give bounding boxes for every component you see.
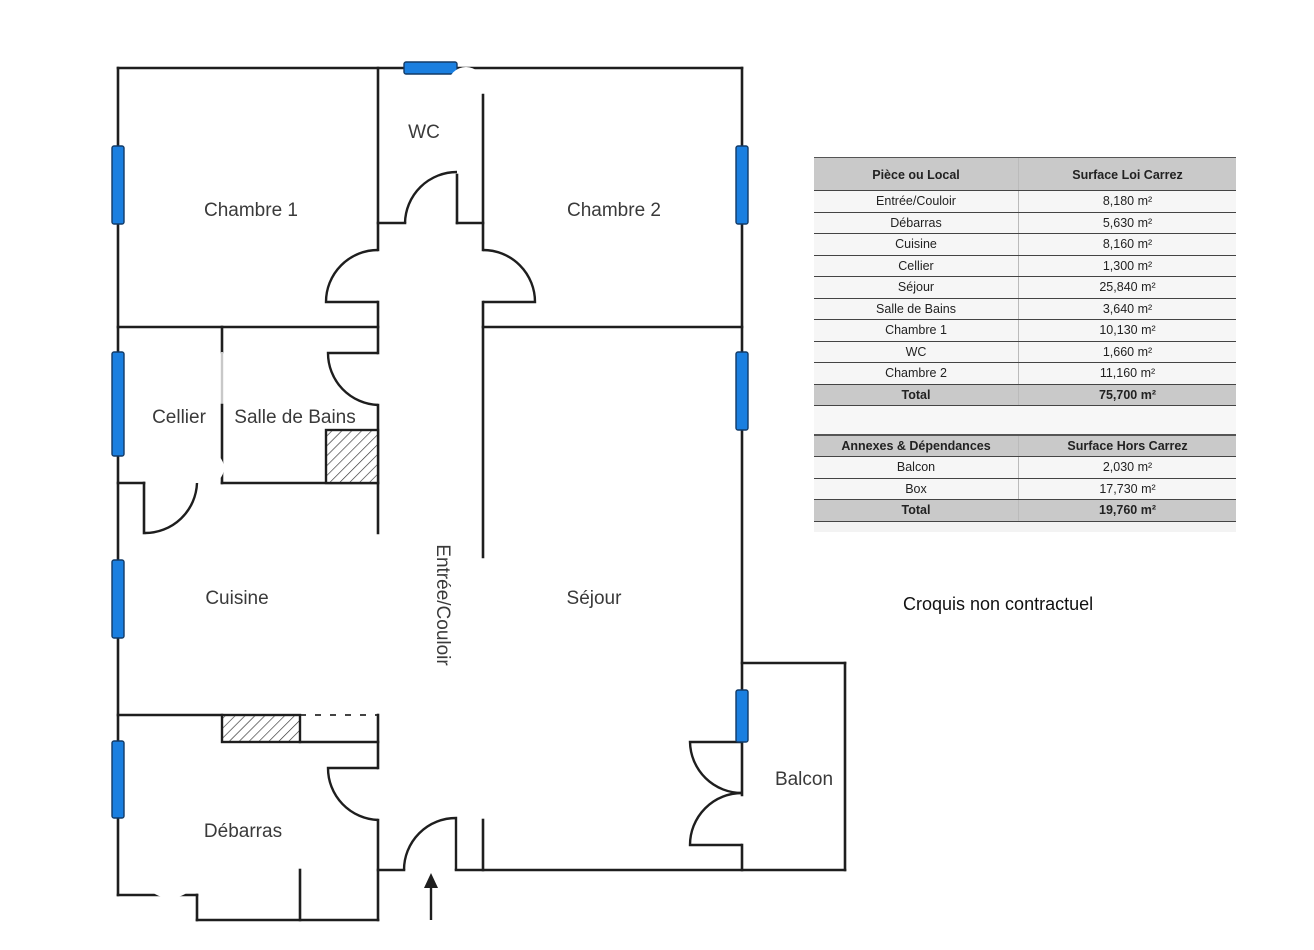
cell-surface: 25,840 m² — [1099, 280, 1156, 294]
windows — [111, 61, 749, 819]
cell-surface: 8,180 m² — [1102, 194, 1153, 208]
table-header: Pièce ou Local Surface Loi Carrez — [814, 157, 1236, 191]
table-row: Cellier 1,300 m² — [814, 255, 1236, 277]
cell-room: Débarras — [814, 212, 1019, 233]
table-row: Entrée/Couloir 8,180 m² — [814, 191, 1236, 213]
cell-surface: 11,160 m² — [1099, 366, 1156, 380]
room-label-debarras: Débarras — [204, 821, 282, 842]
cell-room: Box — [814, 478, 1019, 499]
total-value: 75,700 m² — [1099, 387, 1156, 402]
room-label-salle-de-bains: Salle de Bains — [234, 407, 355, 428]
table-row: Séjour 25,840 m² — [814, 277, 1236, 299]
window-sejour — [735, 351, 749, 431]
cell-surface: 17,730 m² — [1099, 481, 1156, 496]
cell-surface: 3,640 m² — [1102, 301, 1153, 316]
total-value: 19,760 m² — [1099, 503, 1156, 517]
cell-room: Cuisine — [814, 234, 1019, 255]
cell-surface: 8,160 m² — [1102, 237, 1153, 251]
arrow-up-icon — [424, 873, 438, 920]
header-room: Pièce ou Local — [814, 158, 1019, 190]
annex-total-row: Total 19,760 m² — [814, 500, 1236, 522]
room-label-chambre2: Chambre 2 — [567, 200, 661, 221]
table-row: Salle de Bains 3,640 m² — [814, 298, 1236, 320]
disclaimer-note: Croquis non contractuel — [903, 594, 1094, 614]
cell-room: Cellier — [814, 255, 1019, 276]
table-row: Cuisine 8,160 m² — [814, 234, 1236, 256]
table-total-row: Total 75,700 m² — [814, 384, 1236, 406]
hatched-duct-debarras — [220, 713, 302, 744]
room-label-wc: WC — [408, 122, 440, 143]
table-row: WC 1,660 m² — [814, 341, 1236, 363]
cell-room: Séjour — [814, 277, 1019, 298]
cell-surface: 1,660 m² — [1102, 344, 1153, 359]
table-row: Box 17,730 m² — [814, 478, 1236, 500]
room-label-cuisine: Cuisine — [205, 588, 268, 609]
window-cellier — [111, 351, 125, 457]
header-surface-hors: Surface Hors Carrez — [1067, 439, 1188, 453]
cell-room: Entrée/Couloir — [814, 191, 1019, 212]
cell-surface: 1,300 m² — [1102, 258, 1153, 273]
total-label: Total — [814, 500, 1019, 521]
cell-surface: 2,030 m² — [1102, 460, 1153, 474]
cell-room: WC — [814, 341, 1019, 362]
window-chambre1 — [111, 145, 125, 225]
doors — [144, 170, 743, 871]
window-cuisine — [111, 559, 125, 639]
table-spacer — [814, 406, 1236, 435]
window-balcon — [735, 689, 749, 743]
window-debarras — [111, 740, 125, 819]
total-label: Total — [814, 384, 1019, 405]
cell-room: Chambre 2 — [814, 363, 1019, 384]
room-label-balcon: Balcon — [775, 769, 833, 790]
surface-table: Pièce ou Local Surface Loi Carrez Entrée… — [814, 157, 1236, 532]
header-surface: Surface Loi Carrez — [1072, 168, 1183, 182]
window-chambre2 — [735, 145, 749, 225]
table-row: Débarras 5,630 m² — [814, 212, 1236, 234]
table-bottom-edge — [814, 521, 1236, 532]
header-annex: Annexes & Dépendances — [814, 436, 1019, 456]
hatched-duct-sdb — [324, 428, 380, 485]
table-row: Balcon 2,030 m² — [814, 457, 1236, 479]
room-label-couloir: Entrée/Couloir — [432, 544, 453, 666]
annex-table-header: Annexes & Dépendances Surface Hors Carre… — [814, 435, 1236, 457]
cell-surface: 5,630 m² — [1102, 215, 1153, 230]
room-label-sejour: Séjour — [567, 588, 623, 609]
cell-room: Chambre 1 — [814, 320, 1019, 341]
table-row: Chambre 1 10,130 m² — [814, 320, 1236, 342]
cell-room: Balcon — [814, 457, 1019, 478]
room-label-chambre1: Chambre 1 — [204, 200, 298, 221]
window-top-wc — [403, 61, 458, 75]
room-label-cellier: Cellier — [152, 407, 207, 428]
table-row: Chambre 2 11,160 m² — [814, 363, 1236, 385]
cell-surface: 10,130 m² — [1099, 323, 1156, 337]
cell-room: Salle de Bains — [814, 298, 1019, 319]
